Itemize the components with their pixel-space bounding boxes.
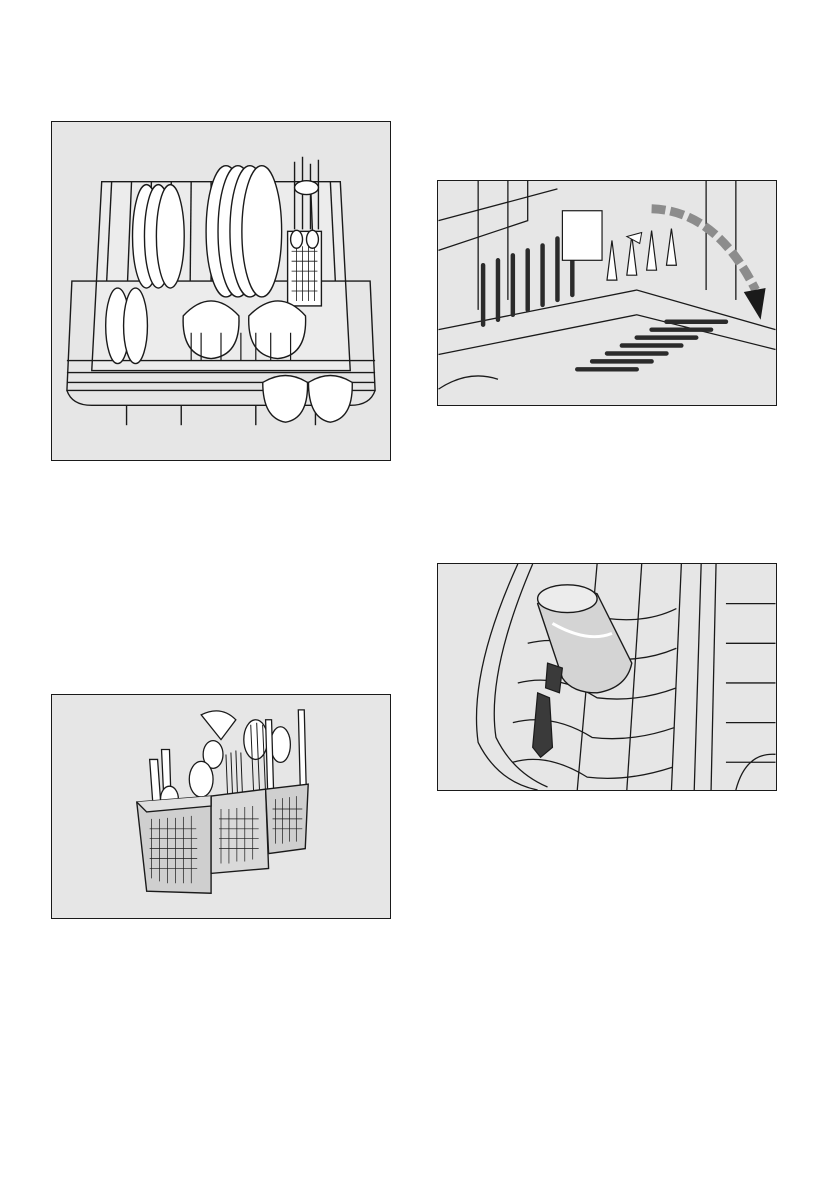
glass-holder-drawing [438,564,776,790]
illustration-lower-basket-loaded [51,121,391,461]
cutlery-basket-drawing [52,695,390,918]
illustration-fold-down-tines [437,180,777,406]
illustration-cutlery-basket [51,694,391,919]
fold-down-tines-drawing [438,181,776,405]
illustration-glass-holder [437,563,777,791]
lower-basket-drawing [52,122,390,460]
